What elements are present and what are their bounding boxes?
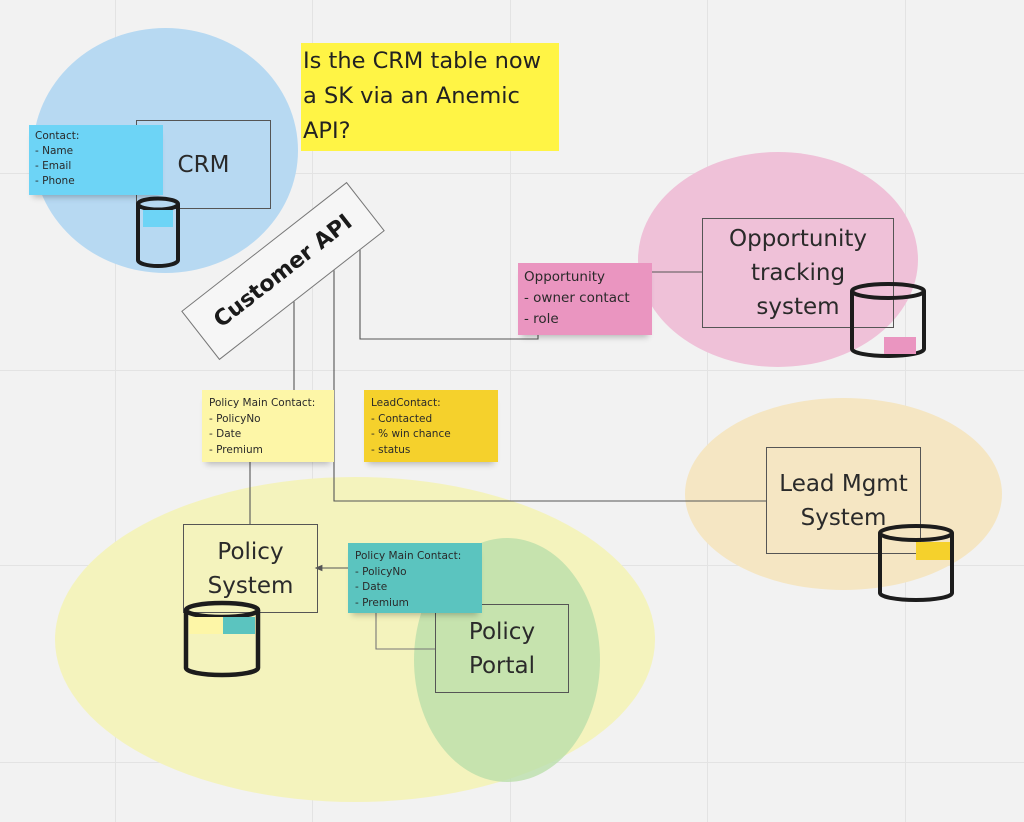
note-line: - Date bbox=[209, 428, 242, 440]
note-line: - Email bbox=[35, 160, 72, 172]
crm-db-mini-note bbox=[143, 210, 173, 227]
note-line: - status bbox=[371, 443, 411, 456]
policy-database-icon[interactable] bbox=[182, 600, 262, 680]
note-line: Opportunity bbox=[524, 269, 606, 285]
grid-line bbox=[0, 173, 1024, 174]
opportunity-to-api-connector[interactable] bbox=[356, 221, 539, 340]
grid-line bbox=[115, 0, 116, 822]
opportunity-group-ellipse[interactable] bbox=[638, 152, 918, 367]
note-line: - PolicyNo bbox=[209, 412, 261, 425]
opportunity-database-icon[interactable] bbox=[848, 281, 928, 361]
note-line: Policy Main Contact: bbox=[355, 550, 462, 562]
note-line: - role bbox=[524, 311, 559, 327]
note-line: - Phone bbox=[35, 175, 75, 187]
note-line: - Premium bbox=[355, 596, 409, 609]
question-sticky-note[interactable]: Is the CRM table now a SK via an Anemic … bbox=[301, 43, 559, 151]
lead-contact-sticky-note[interactable]: LeadContact: - Contacted - % win chance … bbox=[364, 390, 498, 462]
note-line: - Date bbox=[355, 581, 388, 593]
lead-to-api-connector[interactable] bbox=[330, 239, 766, 502]
crm-database-icon[interactable] bbox=[134, 196, 182, 270]
note-line: Contact: bbox=[35, 130, 80, 142]
lead-system-box[interactable]: Lead Mgmt System bbox=[766, 447, 921, 554]
note-line: - Name bbox=[35, 145, 74, 157]
grid-line bbox=[510, 0, 511, 822]
portal-contact-sticky-note[interactable]: Policy Main Contact: - PolicyNo - Date -… bbox=[348, 543, 482, 613]
question-line: Is the CRM table now bbox=[303, 48, 542, 74]
opportunity-sticky-note[interactable]: Opportunity - owner contact - role bbox=[518, 263, 652, 335]
note-line: - PolicyNo bbox=[355, 565, 407, 578]
question-line: API? bbox=[303, 118, 351, 144]
grid-line bbox=[707, 0, 708, 822]
note-line: Policy Main Contact: bbox=[209, 397, 316, 409]
portal-system-box[interactable]: Policy Portal bbox=[435, 604, 569, 693]
policy-db-mini-note-teal bbox=[223, 617, 255, 634]
contact-sticky-note[interactable]: Contact: - Name - Email - Phone bbox=[29, 125, 163, 195]
note-line: - % win chance bbox=[371, 428, 451, 440]
note-line: - owner contact bbox=[524, 290, 630, 306]
opportunity-system-box[interactable]: Opportunity tracking system bbox=[702, 218, 894, 328]
note-line: - Contacted bbox=[371, 412, 433, 425]
opportunity-db-mini-note bbox=[884, 337, 916, 354]
portal-note-to-portal-connector[interactable] bbox=[375, 612, 435, 650]
lead-database-icon[interactable] bbox=[876, 523, 956, 605]
note-line: LeadContact: bbox=[371, 397, 441, 409]
policy-contact-sticky-note[interactable]: Policy Main Contact: - PolicyNo - Date -… bbox=[202, 390, 334, 462]
question-line: a SK via an Anemic bbox=[303, 83, 520, 109]
lead-db-mini-note bbox=[916, 542, 950, 560]
policy-db-mini-note-yellow bbox=[189, 617, 223, 634]
grid-line bbox=[0, 370, 1024, 371]
note-line: - Premium bbox=[209, 443, 263, 456]
policy-system-box[interactable]: Policy System bbox=[183, 524, 318, 613]
